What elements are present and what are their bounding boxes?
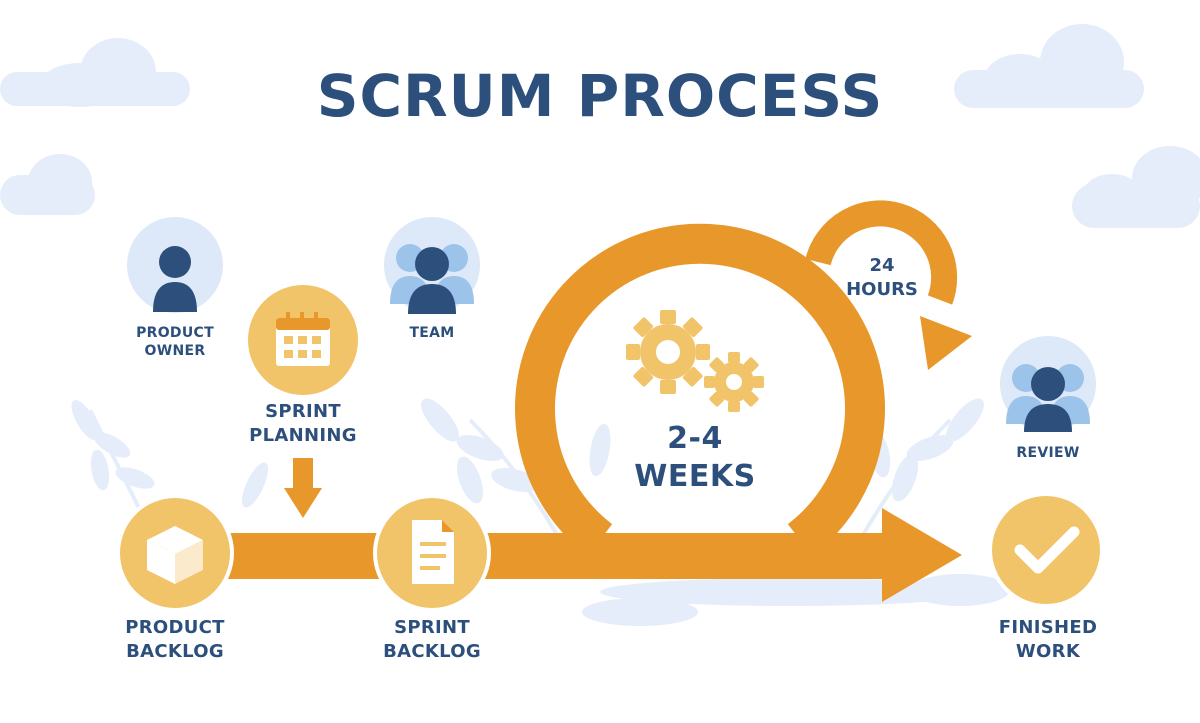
cloud-decoration-top-right <box>954 24 1144 108</box>
product-owner-label: PRODUCT OWNER <box>136 325 214 359</box>
sprint-duration-label: 2-4 WEEKS <box>634 421 756 494</box>
small-gear-icon <box>704 352 764 412</box>
leaf-decoration-center <box>421 398 611 541</box>
review-label: REVIEW <box>1016 445 1080 461</box>
calendar-icon <box>276 312 330 366</box>
daily-cycle-arrowhead <box>920 316 972 370</box>
team-avatar <box>380 213 484 317</box>
review-avatar <box>996 332 1100 436</box>
document-icon <box>412 520 454 584</box>
page-title: SCRUM PROCESS <box>316 62 884 130</box>
daily-cycle-arrow <box>805 200 958 305</box>
cloud-decoration-left <box>0 154 95 215</box>
finished-work-node <box>988 492 1104 608</box>
team-icon <box>390 244 474 314</box>
team-icon <box>1006 364 1090 432</box>
down-arrow-icon <box>284 458 322 518</box>
sprint-backlog-label: SPRINT BACKLOG <box>383 617 481 662</box>
sprint-cycle-loop <box>515 223 885 556</box>
ground-shadow <box>582 574 1010 626</box>
leaf-decoration-left <box>71 400 268 531</box>
leaf-decoration-right <box>858 398 984 541</box>
checkmark-icon <box>1014 526 1080 574</box>
cloud-decoration-top-left <box>0 38 190 107</box>
daily-cycle-label: 24 HOURS <box>846 255 918 300</box>
cube-icon <box>147 526 203 584</box>
product-backlog-node <box>116 494 234 612</box>
process-flow-arrow <box>170 508 962 602</box>
sprint-planning-node <box>244 281 362 399</box>
finished-work-label: FINISHED WORK <box>998 617 1098 662</box>
product-owner-avatar <box>123 213 227 317</box>
gears-icon <box>626 310 764 412</box>
person-icon <box>153 246 197 312</box>
large-gear-icon <box>626 310 710 394</box>
cloud-decoration-right <box>1072 146 1200 228</box>
sprint-backlog-node <box>373 494 491 612</box>
sprint-planning-label: SPRINT PLANNING <box>249 401 357 446</box>
team-label: TEAM <box>409 325 455 341</box>
product-backlog-label: PRODUCT BACKLOG <box>125 617 225 662</box>
